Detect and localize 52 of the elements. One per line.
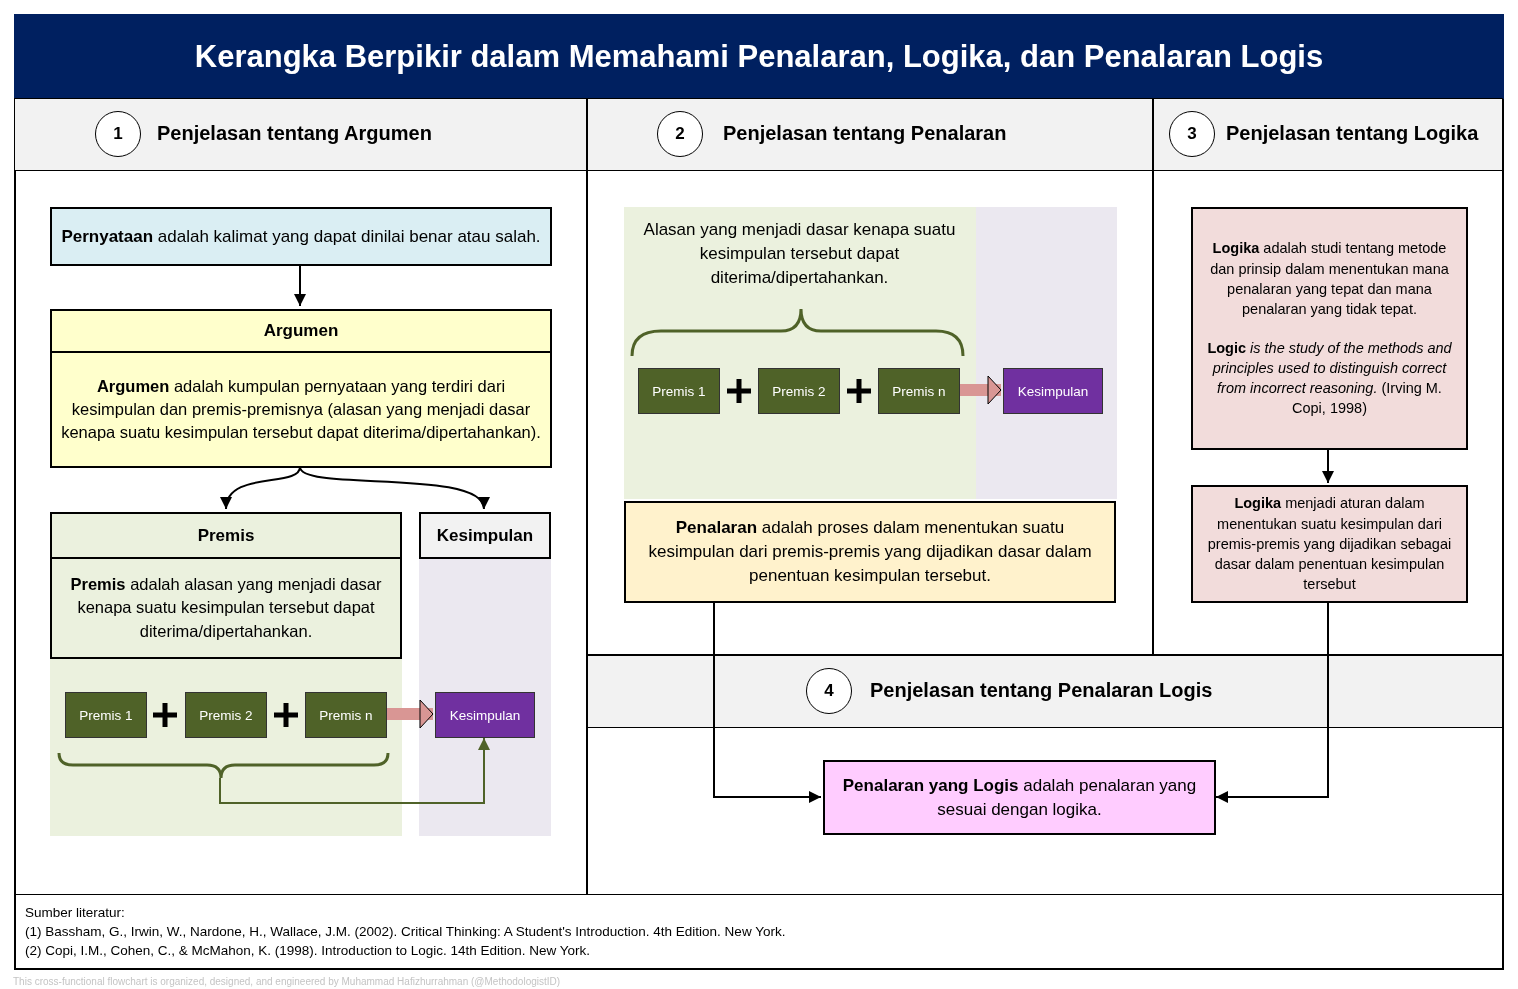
premise-box: Premis n xyxy=(878,368,960,414)
swimlane xyxy=(1153,98,1503,655)
definition-box xyxy=(50,207,552,266)
box-text: Penalaran yang Logis adalah penalaran yang sesuai dengan logika. xyxy=(841,774,1198,821)
premise-box: Premis n xyxy=(305,692,387,738)
definition-box xyxy=(823,760,1216,835)
box-text: Logika menjadi aturan dalam menentukan suatu kesimpulan dari premis-premis yang dijadikan sebagai dasar dalam penentuan kesimpulan tersebut xyxy=(1206,494,1453,595)
lane-title: Penjelasan tentang Penalaran Logis xyxy=(870,679,1213,702)
step-number: 2 xyxy=(657,111,703,157)
arrow xyxy=(1215,602,1329,803)
definition-box xyxy=(50,512,402,659)
reference-heading: Sumber literatur: xyxy=(25,904,126,922)
reference-text: (1) Bassham, G., Irwin, W., Nardone, H., Wallace, J.M. (2002). Critical Thinking: A Student's Introduction. 4th Edition. New York. xyxy=(25,923,787,941)
definition-box xyxy=(624,501,1116,603)
heading-box xyxy=(419,512,551,559)
arrow xyxy=(713,602,822,803)
box-heading: Premis xyxy=(52,514,400,559)
arrow xyxy=(294,264,306,307)
reference-text: (2) Copi, I.M., Cohen, C., & McMahon, K. (1998). Introduction to Logic. 14th Edition. New York. xyxy=(25,942,592,960)
arrow xyxy=(1322,449,1334,484)
lane-title: Penjelasan tentang Logika xyxy=(1226,122,1479,145)
premise-box: Premis 2 xyxy=(185,692,267,738)
premise-box: Premis 2 xyxy=(758,368,840,414)
box-text: Pernyataan adalah kalimat yang dapat dinilai benar atau salah. xyxy=(61,225,541,248)
swimlane xyxy=(14,98,587,895)
lane-title: Penjelasan tentang Penalaran xyxy=(723,122,1007,145)
step-number: 3 xyxy=(1169,111,1215,157)
box-text: Logika adalah studi tentang metode dan prinsip dalam menentukan mana penalaran yang tepat dan mana penalaran yang tidak tepat. xyxy=(1209,239,1450,320)
definition-box xyxy=(50,309,552,468)
block-arrow xyxy=(960,375,1002,405)
annotation-text: Alasan yang menjadi dasar kenapa suatu kesimpulan tersebut dapat diterima/dipertahankan. xyxy=(642,219,957,289)
arrow xyxy=(222,466,301,510)
quote-text: Logic is the study of the methods and principles used to distinguish correct from incorrect reasoning. (Irving M. Copi, 1998) xyxy=(1206,338,1453,419)
box-text: Argumen adalah kumpulan pernyataan yang terdiri dari kesimpulan dan premis-premisnya (alasan yang menjadi dasar kenapa suatu kesimpulan tersebut dapat diterima/dipertahankan). xyxy=(60,375,542,444)
conclusion-box: Kesimpulan xyxy=(435,692,535,738)
box-text: Kesimpulan xyxy=(436,524,534,547)
step-number: 1 xyxy=(95,111,141,157)
block-arrow xyxy=(387,699,434,729)
box-heading: Argumen xyxy=(52,311,550,353)
definition-box xyxy=(1191,485,1468,603)
box-text: Premis adalah alasan yang menjadi dasar kenapa suatu kesimpulan tersebut dapat diterima/dipertahankan. xyxy=(69,574,383,642)
conclusion-box: Kesimpulan xyxy=(1003,368,1103,414)
lane-title: Penjelasan tentang Argumen xyxy=(157,122,432,145)
premise-box: Premis 1 xyxy=(65,692,147,738)
box-text: Penalaran adalah proses dalam menentukan suatu kesimpulan dari premis-premis yang dijadikan dasar dalam penentuan kesimpulan tersebut. xyxy=(647,517,1093,587)
title-banner: Kerangka Berpikir dalam Memahami Penalaran, Logika, dan Penalaran Logis xyxy=(14,14,1504,99)
arrow xyxy=(219,737,490,804)
definition-box xyxy=(1191,207,1468,450)
premise-box: Premis 1 xyxy=(638,368,720,414)
swimlane xyxy=(587,655,1503,895)
swimlane xyxy=(587,98,1153,655)
step-number: 4 xyxy=(806,668,852,714)
